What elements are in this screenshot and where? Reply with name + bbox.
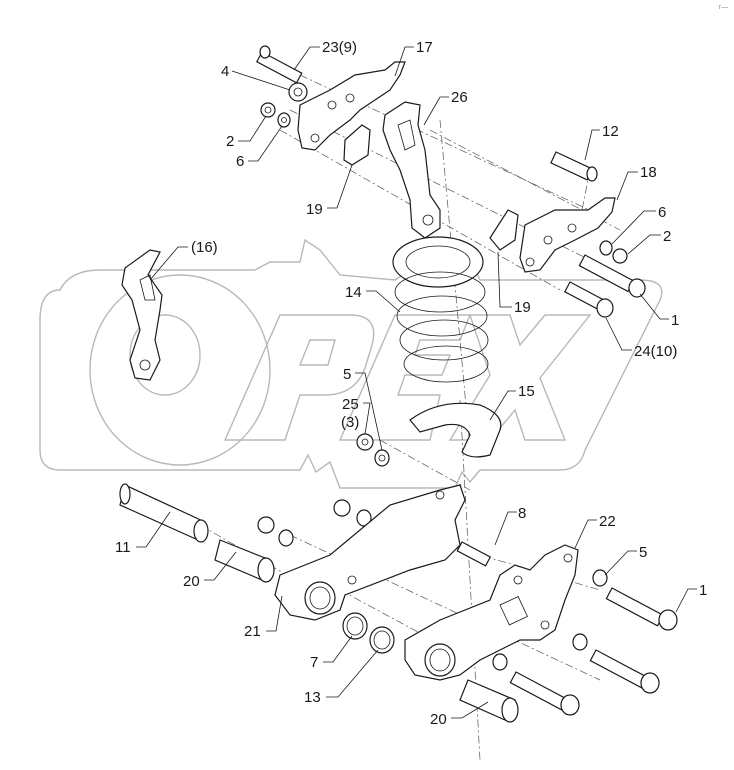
callout-17: 17 [416,39,433,56]
bolt-23 [256,45,303,84]
nut-2-right [612,248,628,264]
pin-8 [456,541,492,567]
nut-left [257,516,275,534]
nut-2 [260,102,276,118]
callout-7: 7 [310,654,318,671]
callout-2-right: 2 [663,228,671,245]
callout-12: 12 [602,123,619,140]
arm-22 [404,544,579,681]
washer-6 [277,112,291,128]
nut-25 [356,433,374,451]
callout-1-top: 1 [671,312,679,329]
callout-22: 22 [599,513,616,530]
callout-20-bottom: 20 [430,711,447,728]
lever-26 [382,101,441,239]
corner-mark: r— [718,4,728,11]
tube-11 [119,483,209,543]
callout-labels: 23(9) 17 4 26 2 6 12 18 19 6 2 (16) 14 1… [115,39,707,728]
bolt-1-bottom [605,587,678,631]
bolt-lower-right [589,649,660,694]
bushing-20-bottom [459,679,519,723]
arm-21 [274,484,466,621]
ring-13 [369,626,395,654]
callout-19-right: 19 [514,299,531,316]
spring-seat-15 [409,402,502,458]
callout-8: 8 [518,505,526,522]
nut-mid [333,499,351,517]
pin-12 [550,151,598,182]
callout-18: 18 [640,164,657,181]
callout-19-left: 19 [306,201,323,218]
bolt-1-top [578,254,646,298]
callout-14: 14 [345,284,362,301]
washer-lower-mid [492,653,508,671]
callout-5-mid: 5 [343,366,351,383]
lever-16 [121,249,163,381]
bracket-17 [297,61,406,151]
callout-23-9: 23(9) [322,39,357,56]
callout-11: 11 [115,539,131,556]
bushing-20-top [214,539,275,583]
callout-6-top: 6 [236,153,244,170]
callout-26: 26 [451,89,468,106]
washer-6-right [599,240,613,256]
callout-15: 15 [518,383,535,400]
washer-5-right [592,569,608,587]
washer-left [278,529,294,547]
plate-19-left [343,124,371,166]
callout-16: (16) [191,239,218,256]
bracket-18 [519,197,616,273]
nut-4 [288,82,308,102]
callout-3: (3) [341,414,359,431]
callout-13: 13 [304,689,321,706]
spring-14 [392,236,489,383]
callout-6-right: 6 [658,204,666,221]
leader-lines [136,46,697,719]
bolt-24 [564,281,614,318]
callout-2-top: 2 [226,133,234,150]
bolt-lower-mid [509,671,580,716]
ring-7 [342,612,368,640]
opex-watermark [39,238,663,489]
callout-1-bottom: 1 [699,582,707,599]
washer-lower-right [572,633,588,651]
callout-25: 25 [342,396,359,413]
washer-5 [374,449,390,467]
callout-21: 21 [244,623,261,640]
callout-5-right: 5 [639,544,647,561]
plate-19-right [489,209,519,251]
callout-20-top: 20 [183,573,200,590]
callout-24-10: 24(10) [634,343,677,360]
callout-4: 4 [221,63,229,80]
